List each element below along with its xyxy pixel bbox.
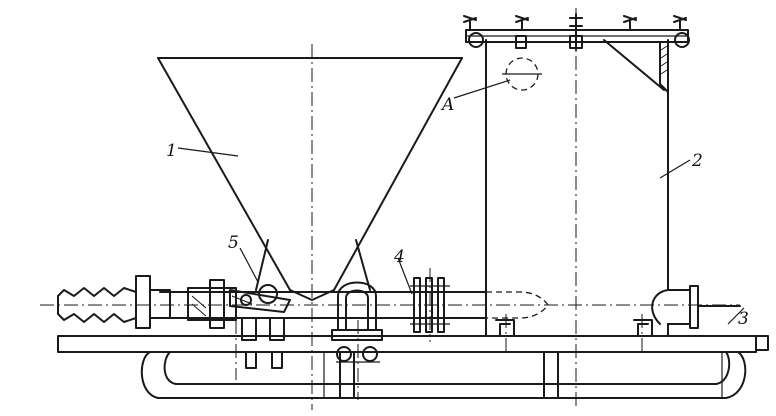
callout-detail-a: A [440, 95, 454, 115]
nozzle [57, 275, 171, 329]
callout-hopper: 1 [166, 141, 177, 161]
lid-clamps [463, 13, 690, 51]
valve [187, 279, 291, 369]
tank [463, 13, 741, 337]
hopper [157, 57, 463, 301]
lifting-shackle [331, 281, 383, 363]
callout-pipe: 4 [393, 247, 405, 267]
callout-tank: 2 [691, 151, 703, 171]
centre-lines [40, 8, 740, 410]
callout-frame: 3 [738, 309, 749, 329]
leader-lines [177, 79, 745, 325]
callout-valve: 5 [228, 233, 239, 253]
base-frame [57, 335, 769, 399]
